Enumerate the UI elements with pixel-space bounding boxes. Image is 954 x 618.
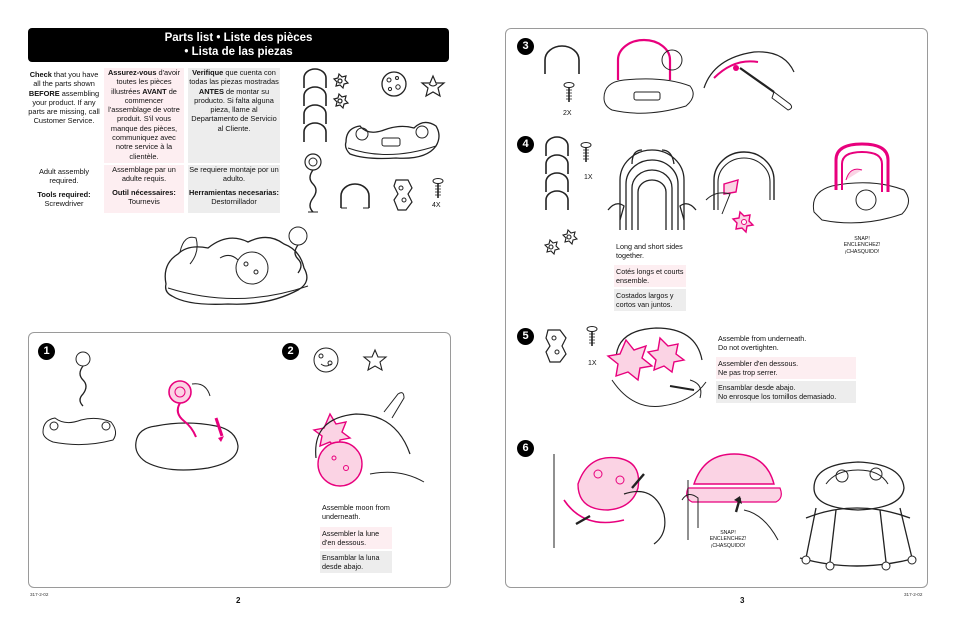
step5-screw-qty: 1X xyxy=(588,360,597,367)
assembly-fr-tools: Tournevis xyxy=(128,196,160,206)
header-line2: • Lista de las piezas xyxy=(184,46,293,58)
step3-screw-icon xyxy=(563,82,575,102)
step4-join-sides-illustration xyxy=(607,149,697,230)
assembly-en-tools: Screwdriver xyxy=(44,198,84,208)
assembly-en-adult: Adult assembly required. xyxy=(38,167,90,186)
step5-es-line1: Ensamblar desde abajo. xyxy=(718,383,796,392)
step3-screw-qty: 2X xyxy=(563,110,572,117)
step3-attach-arch-illustration xyxy=(603,38,694,114)
step-5-badge: 5 xyxy=(517,328,534,345)
step5-en-note: Assemble from underneath. Do not overtig… xyxy=(716,332,856,354)
step4-insert-ring-illustration xyxy=(705,151,775,234)
step-4-badge: 4 xyxy=(517,136,534,153)
short-arch-icon xyxy=(340,183,370,209)
step1-tray-illustration xyxy=(42,417,117,446)
intro-fr-assurez: Assurez-vous xyxy=(107,68,157,77)
step5-es-note: Ensamblar desde abajo. No enrosque los t… xyxy=(716,381,856,403)
moon-icon xyxy=(313,347,339,373)
intro-es-antes: ANTES xyxy=(198,86,224,96)
step5-en-line1: Assemble from underneath. xyxy=(718,334,807,343)
step1-insert-rattle-illustration xyxy=(135,380,239,471)
page-number-right: 3 xyxy=(740,596,745,605)
intro-en-text-a: that you have all the parts shown xyxy=(33,70,99,89)
step5-animal-toy-icon xyxy=(545,329,567,363)
header-line1: Parts list • Liste des pièces xyxy=(164,32,313,44)
step6-snap-es: ¡CHASQUIDO! xyxy=(710,542,746,549)
step2-en-note: Assemble moon from underneath. xyxy=(322,503,390,521)
assembly-fr-adult: Assemblage par un adulte requis. xyxy=(112,165,176,184)
step4-snap-illustration xyxy=(812,142,909,224)
intro-es-verifique: Verifique xyxy=(192,68,224,77)
step4-snap-es: ¡CHASQUIDO! xyxy=(844,248,880,255)
step1-rattle-illustration xyxy=(75,351,91,407)
assembly-en-tools-label: Tools required: xyxy=(37,189,91,199)
step-6-badge: 6 xyxy=(517,440,534,457)
step5-en-line2: Do not overtighten. xyxy=(718,343,779,352)
assembled-toy-base-illustration xyxy=(164,226,309,305)
step6-attach-tray-illustration xyxy=(553,454,666,548)
page-number-left: 2 xyxy=(236,596,241,605)
assembly-english: Adult assembly required. Tools required:… xyxy=(28,167,100,208)
animal-toy-icon xyxy=(393,179,413,211)
step4-snap-label: SNAP! ENCLENCHEZ! ¡CHASQUIDO! xyxy=(840,236,884,255)
moon-toy-icon xyxy=(381,71,407,97)
intro-fr-text-b: de commencer l'assemblage de votre produ… xyxy=(108,86,180,161)
step5-underneath-illustration xyxy=(606,327,707,407)
step2-es-note: Ensamblar la luna desde abajo. xyxy=(320,551,392,573)
intro-spanish: Verifique que cuenta con todas las pieza… xyxy=(188,68,280,163)
step6-snap-en: SNAP! xyxy=(720,530,736,536)
step-3-badge: 3 xyxy=(517,38,534,55)
footer-code-right: 317-2-02 xyxy=(904,592,923,597)
intro-english: Check that you have all the parts shown … xyxy=(28,70,100,126)
assembly-es-adult: Se requiere montaje por un adulto. xyxy=(189,165,279,184)
assembly-es-tools-label: Herramientas necesarias: xyxy=(189,187,279,197)
assembly-spanish: Se requiere montaje por un adulto. Herra… xyxy=(188,165,280,213)
step4-fr-note: Cotés longs et courts ensemble. xyxy=(614,265,686,287)
step6-completed-walker-illustration xyxy=(799,461,917,571)
step6-snap-label: SNAP! ENCLENCHEZ! ¡CHASQUIDO! xyxy=(706,530,750,549)
step5-es-line2: No enrosque los tornillos demasiado. xyxy=(718,392,837,401)
intro-es-text-a: que cuenta con todas las piezas mostrada… xyxy=(189,68,279,87)
step3-short-arch-icon xyxy=(544,45,580,74)
intro-es-text-b: de montar su producto. Si falta alguna p… xyxy=(191,86,277,133)
step4-screw-icon xyxy=(580,142,592,162)
step4-flower-rings-icons xyxy=(543,228,579,256)
parts-list-header: Parts list • Liste des pièces • Lista de… xyxy=(28,28,449,62)
long-arch-icons xyxy=(303,68,327,142)
rattle-toy-icon xyxy=(304,153,322,213)
step5-screw-icon xyxy=(586,326,598,346)
intro-fr-text-a: d'avoir toutes les pièces illustrées xyxy=(111,68,181,96)
assembly-fr-tools-label: Outil nécessaires: xyxy=(112,187,176,197)
footer-code-left: 317-2-02 xyxy=(30,592,49,597)
step5-fr-line2: Ne pas trop serrer. xyxy=(718,368,778,377)
step4-snap-en: SNAP! xyxy=(854,236,870,242)
step2-moon-assembly-illustration xyxy=(312,392,425,487)
intro-en-before: BEFORE xyxy=(28,88,60,98)
assembly-es-tools: Destornillador xyxy=(211,196,257,206)
step4-en-note: Long and short sides together. xyxy=(616,242,683,260)
intro-fr-avant: AVANT xyxy=(142,86,167,96)
step6-snap-tray-illustration xyxy=(681,453,782,541)
step-1-badge: 1 xyxy=(38,343,55,360)
screw-icon xyxy=(432,178,444,198)
intro-en-text-b: assembling your product. If any parts ar… xyxy=(28,88,100,126)
step4-arches-icons xyxy=(545,136,569,210)
step5-fr-note: Assembler d'en dessous. Ne pas trop serr… xyxy=(716,357,856,379)
step4-screw-qty: 1X xyxy=(584,174,593,181)
flower-rings-icons xyxy=(332,72,350,110)
step4-es-note: Costados largos y cortos van juntos. xyxy=(614,289,686,311)
step6-snap-fr: ENCLENCHEZ! xyxy=(709,536,747,543)
assembly-french: Assemblage par un adulte requis. Outil n… xyxy=(104,165,184,213)
intro-en-check: Check xyxy=(29,70,52,79)
step4-snap-fr: ENCLENCHEZ! xyxy=(843,242,881,249)
step2-fr-note: Assembler la lune d'en dessous. xyxy=(320,527,392,549)
star-toy-icon xyxy=(420,74,446,98)
step3-screwdriver-illustration xyxy=(703,51,795,111)
step5-fr-line1: Assembler d'en dessous. xyxy=(718,359,799,368)
intro-french: Assurez-vous d'avoir toutes les pièces i… xyxy=(104,68,184,163)
parts-screw-qty: 4X xyxy=(432,202,441,209)
star-icon xyxy=(362,348,388,372)
step-2-badge: 2 xyxy=(282,343,299,360)
toy-tray-icon xyxy=(344,121,440,160)
